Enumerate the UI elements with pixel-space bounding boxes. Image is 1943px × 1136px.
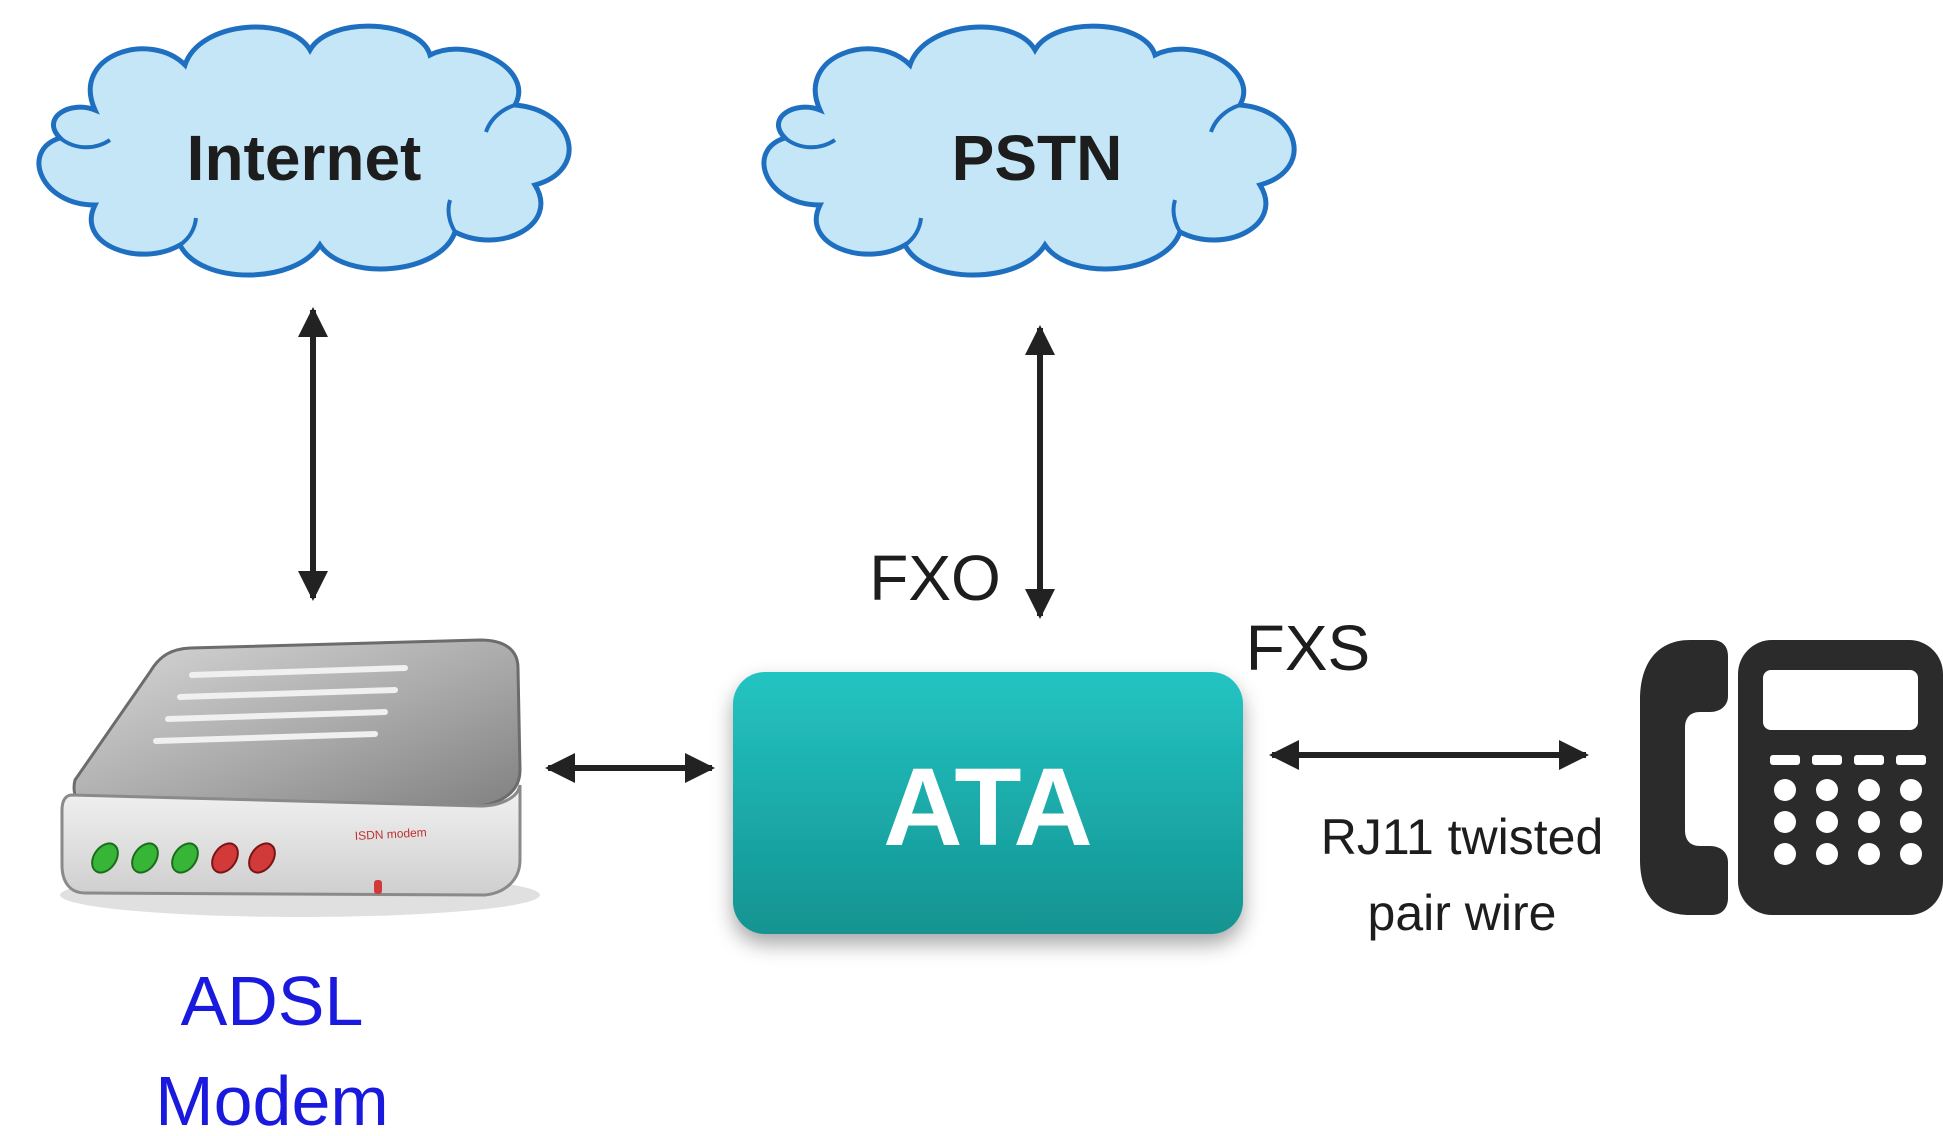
desk-phone-icon [1640,640,1943,915]
internet-cloud: Internet [36,23,572,278]
pstn-cloud-shape [761,23,1297,278]
modem-device: ISDN modem [60,638,540,917]
modem-vents [153,665,408,744]
internet-label: Internet [187,122,422,194]
fxo-label: FXO [869,542,1001,614]
wire-label-line2: pair wire [1368,885,1557,941]
wire-label-line1: RJ11 twisted [1321,809,1604,865]
pstn-cloud: PSTN [761,23,1297,278]
phone-keypad [1774,779,1922,865]
ata-box-shape [733,672,1243,934]
phone-handset [1640,640,1728,915]
modem-label-line2: Modem [155,1062,388,1136]
modem-top [72,638,522,817]
internet-cloud-shape [36,23,572,278]
modem-leds [91,842,276,874]
pstn-label: PSTN [952,122,1123,194]
fxs-label: FXS [1246,612,1370,684]
ata-label: ATA [883,746,1093,869]
modem-power-led [374,880,382,894]
modem-brand-text: ISDN modem [354,825,427,843]
modem-label-line1: ADSL [181,962,364,1040]
ata-box: ATA [733,672,1243,934]
phone-display [1763,670,1918,730]
